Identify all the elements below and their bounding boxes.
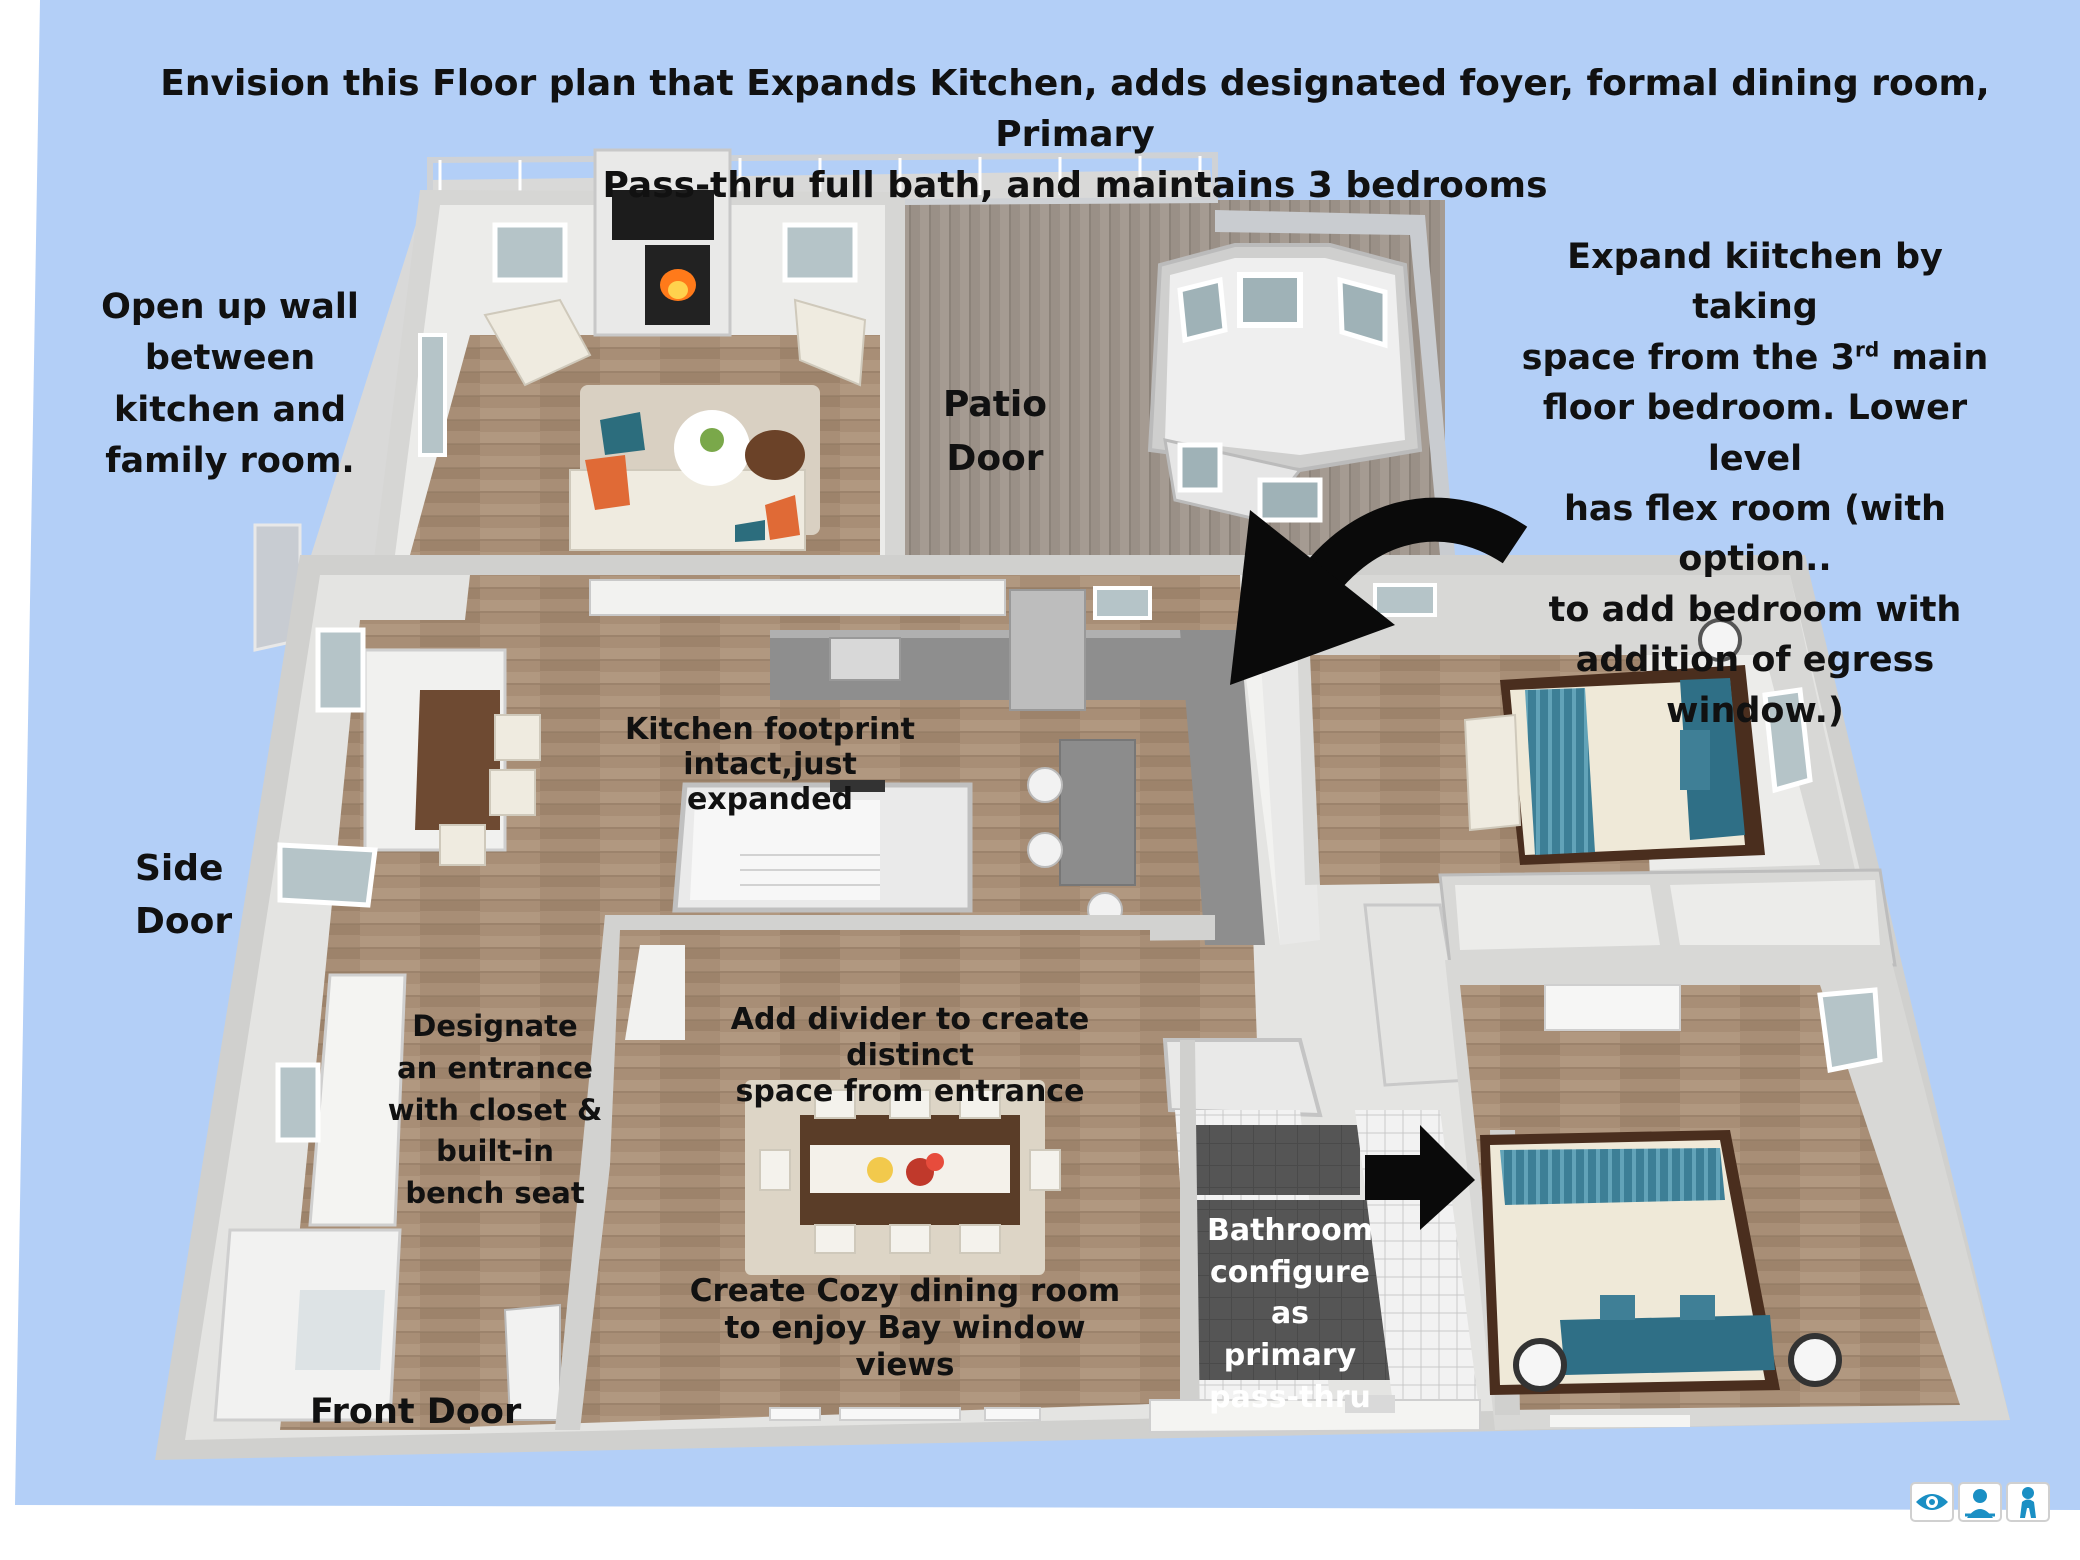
open-wall-note: Open up wall between kitchen and family … bbox=[101, 287, 359, 482]
curved-arrow bbox=[1230, 497, 1528, 685]
front-door-label: Front Door bbox=[310, 1392, 522, 1432]
kitchen-footprint-note: Kitchen footprint intact,just expanded bbox=[624, 712, 916, 818]
kitchen bbox=[589, 579, 1300, 945]
bay-window bbox=[1147, 243, 1423, 523]
bathroom-note: Bathroom configure as primary pass-thru bbox=[1206, 1213, 1374, 1415]
family-room bbox=[372, 148, 905, 575]
dining-note: Create Cozy dining room to enjoy Bay win… bbox=[689, 1273, 1121, 1384]
expand-kitchen-note: Expand kiitchen by taking space from the… bbox=[1500, 232, 2010, 736]
patio-door-label: Patio Door bbox=[943, 384, 1047, 479]
bedroom-primary bbox=[1445, 955, 2010, 1430]
title-line-1: Envision this Floor plan that Expands Ki… bbox=[160, 63, 1990, 156]
entrance-corridor bbox=[213, 842, 561, 1422]
side-door-label: Side Door bbox=[135, 848, 233, 943]
title-line-2: Pass-thru full bath, and maintains 3 bed… bbox=[602, 165, 1548, 207]
expand-kitchen-line-2: space from the 3rd main bbox=[1521, 337, 1989, 378]
eye-icon[interactable] bbox=[1910, 1482, 1954, 1522]
breakfast-nook bbox=[315, 627, 541, 866]
dining-room bbox=[555, 915, 1215, 1430]
divider-note: Add divider to create distinct space fro… bbox=[730, 1002, 1090, 1109]
bathroom bbox=[1149, 1038, 1481, 1434]
bedroom-upper bbox=[1295, 575, 1897, 967]
page-title: Envision this Floor plan that Expands Ki… bbox=[140, 58, 2010, 211]
walk-icon[interactable] bbox=[2006, 1482, 2050, 1522]
entrance-note: Designate an entrance with closet & buil… bbox=[387, 1009, 603, 1210]
right-arrow bbox=[1365, 1125, 1475, 1230]
person-view-icon[interactable] bbox=[1958, 1482, 2002, 1522]
